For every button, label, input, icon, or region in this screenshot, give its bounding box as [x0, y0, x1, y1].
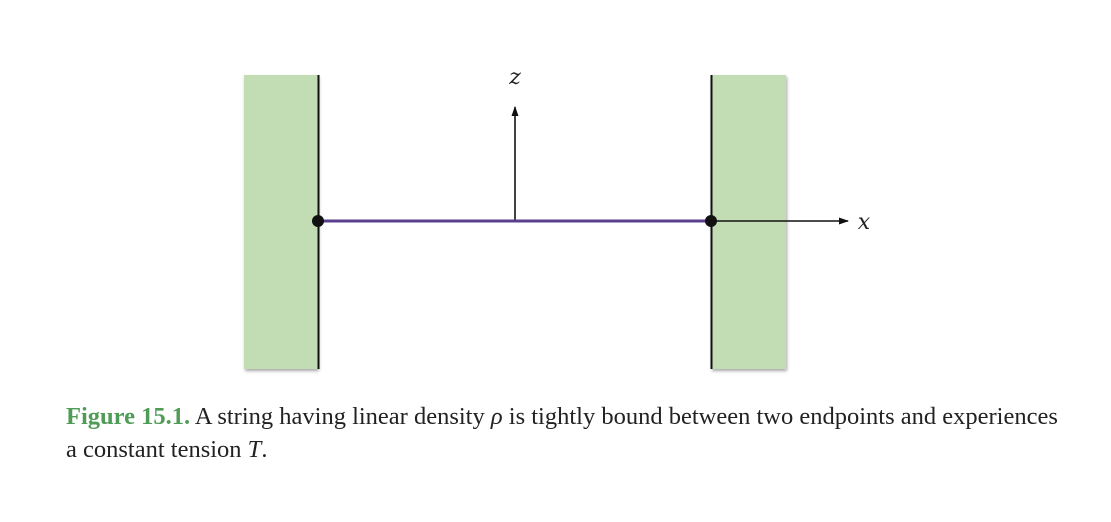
right-wall [711, 75, 786, 369]
x-axis-label: x [858, 210, 871, 235]
figure-number: Figure 15.1. [66, 403, 191, 430]
caption-text-3: . [261, 436, 268, 463]
figure-caption: Figure 15.1. A string having linear dens… [66, 400, 1066, 466]
left-wall [244, 75, 318, 369]
right-endpoint [705, 215, 717, 227]
tension-symbol: T [247, 436, 262, 463]
left-endpoint [312, 215, 324, 227]
caption-text-1: A string having linear density [190, 403, 491, 430]
z-axis-label: z [508, 65, 521, 90]
caption-text-2: is tightly bound between two endpoints a… [66, 403, 1058, 463]
rho-symbol: ρ [490, 403, 503, 430]
